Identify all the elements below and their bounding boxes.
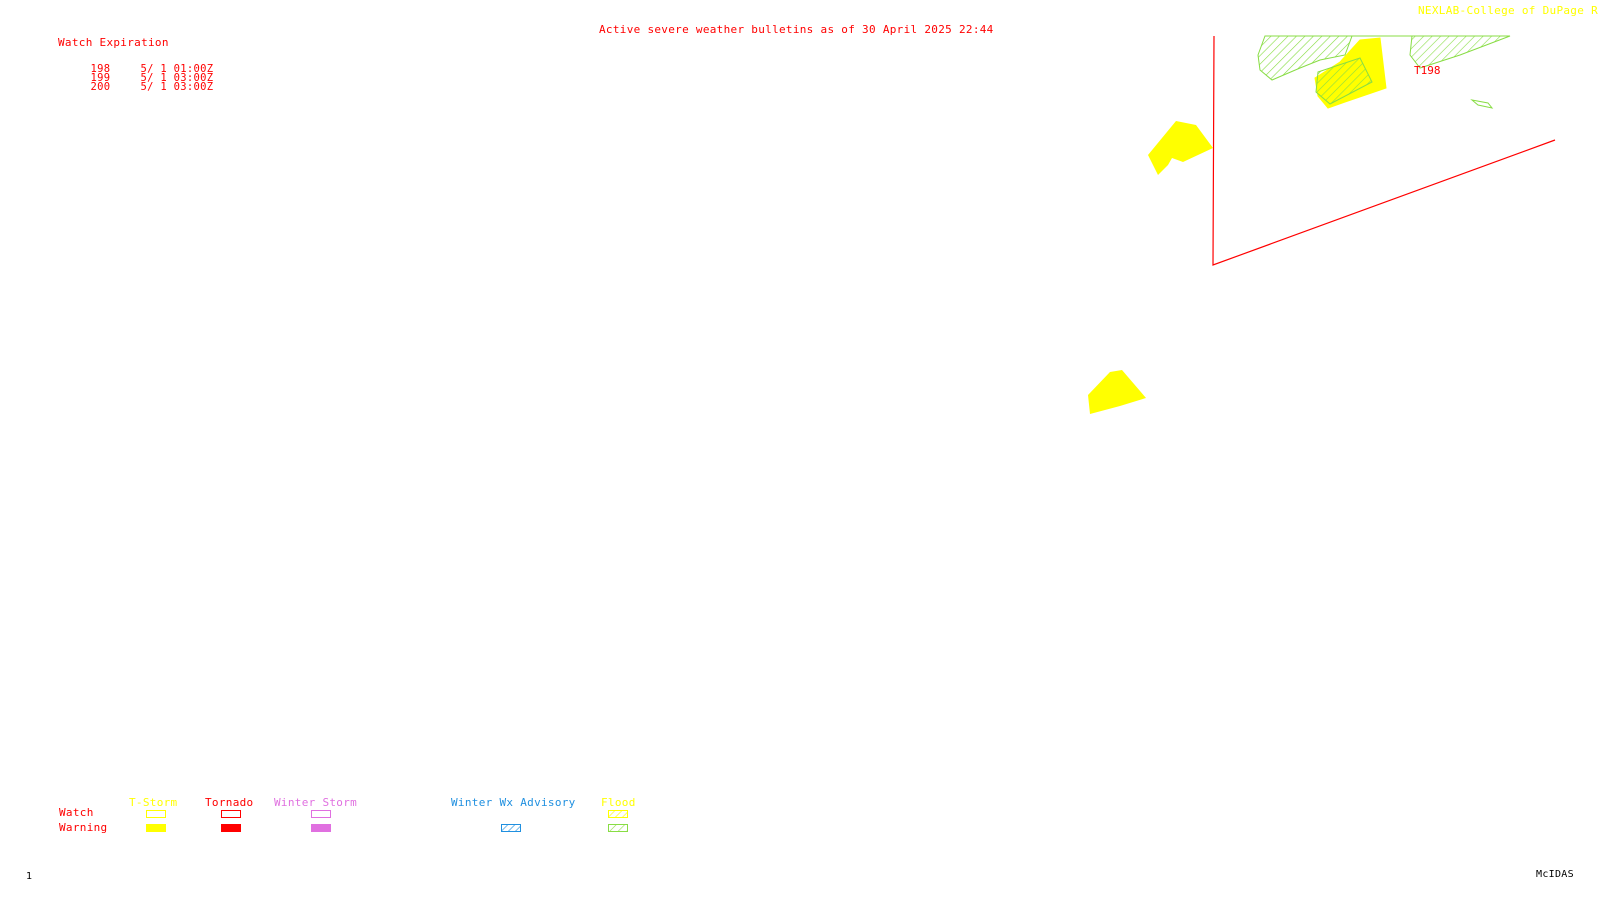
watch-label: T198 [1414,64,1441,77]
legend-warning-label: Warning [59,821,108,834]
legend-winter-storm-label: Winter Storm [274,796,358,809]
watch-row: 198 5/ 1 01:00Z [64,54,214,84]
bulletin-title: Active severe weather bulletins as of 30… [599,23,994,36]
watch-number: 199 [90,72,111,84]
tornado-watch-swatch [221,810,241,818]
watch-number: 200 [90,81,111,93]
watch-expiration-heading: Watch Expiration [58,36,169,49]
legend-flood-label: Flood [601,796,636,809]
tornado-watch-outline [1212,35,1556,266]
tstorm-watch-swatch [146,810,166,818]
tornado-warning-swatch [221,824,241,832]
flood-warning-area [1409,35,1511,69]
tstorm-warning-area [1148,121,1213,175]
watch-expires: 5/ 1 01:00Z [140,63,214,75]
watch-row: 200 5/ 1 03:00Z [64,72,214,102]
legend-watch-label: Watch [59,806,94,819]
watch-row: 199 5/ 1 03:00Z [64,63,214,93]
legend-tstorm-label: T-Storm [129,796,178,809]
watch-expires: 5/ 1 03:00Z [140,72,214,84]
tstorm-warning-swatch [146,824,166,832]
winter-storm-warning-swatch [311,824,331,832]
map-credit: NEXLAB-College of DuPage R [1418,4,1598,17]
legend-tornado-label: Tornado [205,796,254,809]
flood-warning-overlay [1315,57,1373,105]
flood-warning-area [1470,99,1494,109]
flood-watch-swatch [608,810,628,818]
frame-number: 1 [26,871,33,882]
watch-number: 198 [90,63,111,75]
winter-storm-watch-swatch [311,810,331,818]
watch-expires: 5/ 1 03:00Z [140,81,214,93]
tstorm-warning-area [1088,370,1146,414]
brand-label: McIDAS [1536,869,1574,880]
legend-winter-wx-advisory-label: Winter Wx Advisory [451,796,576,809]
flood-warning-area [1257,35,1353,81]
flood-warning-swatch [608,824,628,832]
winter-wx-advisory-swatch [501,824,521,832]
